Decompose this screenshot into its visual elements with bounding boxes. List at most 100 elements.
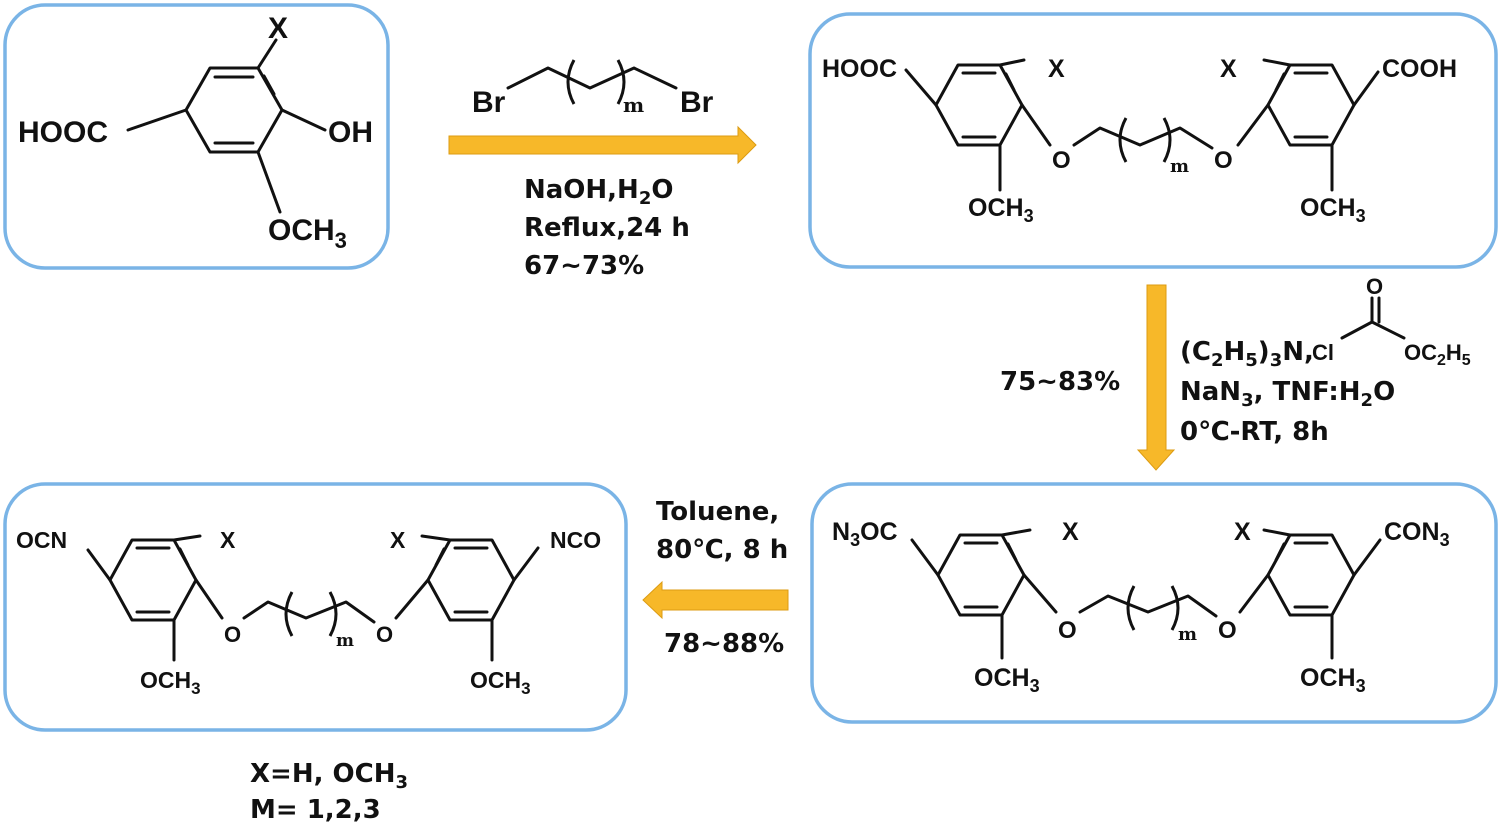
paren-left: [566, 59, 576, 105]
label-och3-right: OCH3: [1300, 664, 1366, 696]
label-hooc: HOOC: [822, 55, 897, 83]
ring-right-double: [1274, 71, 1329, 139]
label-hooc: HOOC: [18, 116, 108, 149]
label-m: m: [336, 631, 354, 651]
label-nco: NCO: [550, 527, 601, 553]
label-och3-left: OCH3: [974, 664, 1040, 696]
molecule-diacyl-azide: O O m N3OC X X CON3 OCH3 OCH3: [832, 518, 1450, 696]
label-ocn: OCN: [16, 527, 67, 553]
label-o-right: O: [1214, 147, 1233, 174]
label-o-right: O: [376, 622, 393, 647]
bond-left-x: [998, 58, 1026, 67]
ring-left-double: [135, 546, 190, 614]
condition-naoh: NaOH,H2O: [524, 175, 673, 209]
label-x-left: X: [220, 527, 236, 553]
bond-left-x: [1000, 528, 1032, 537]
label-con3: CON3: [1384, 518, 1450, 550]
condition-yield2: 75~83%: [1000, 367, 1120, 397]
label-oh: OH: [328, 116, 373, 149]
label-x-left: X: [1062, 518, 1079, 546]
box-dicarboxylic-acid: [808, 12, 1498, 269]
label-oc2h5: OC2H5: [1404, 340, 1471, 369]
condition-reflux: Reflux,24 h: [524, 213, 690, 243]
bond-right-x: [1262, 528, 1292, 537]
molecule-dicarboxylic-acid: O O m HOOC X X COOH OCH3 OCH3: [822, 55, 1457, 226]
label-och3-right: OCH3: [1300, 194, 1366, 226]
ether-linker: [194, 578, 430, 624]
label-x-right: X: [1220, 55, 1237, 83]
ring-left-double: [961, 71, 1016, 139]
paren-left: [1118, 117, 1128, 163]
paren-right: [328, 591, 338, 637]
label-och3: OCH3: [268, 214, 347, 253]
bond-x: [256, 38, 278, 70]
label-och3-left: OCH3: [968, 194, 1034, 226]
footnote-x-definition: X=H, OCH3: [250, 759, 408, 793]
label-x: X: [268, 12, 288, 45]
bond-right-acyl: [1352, 538, 1382, 577]
ring-right-double: [1274, 541, 1329, 609]
label-m: m: [1170, 156, 1189, 177]
label-o-right: O: [1218, 617, 1237, 644]
paren-right: [1170, 585, 1180, 631]
label-och3-left: OCH3: [140, 667, 201, 698]
label-br-left: Br: [472, 86, 506, 119]
label-x-left: X: [1048, 55, 1065, 83]
label-o-left: O: [1058, 617, 1077, 644]
label-carbonyl-o: O: [1366, 274, 1383, 299]
box-diisocyanate: [3, 482, 628, 732]
conditions-step3: Toluene, 80℃, 8 h 78~88%: [656, 497, 788, 659]
bond-cooh: [126, 108, 188, 132]
condition-80c: 80℃, 8 h: [656, 535, 788, 565]
molecule-diisocyanate: O O m OCN X X NCO OCH3 OCH3: [16, 527, 601, 698]
footnote: X=H, OCH3 M= 1,2,3: [250, 759, 408, 825]
condition-temperature: 0℃-RT, 8h: [1180, 417, 1329, 447]
condition-yield1: 67~73%: [524, 251, 644, 281]
bond-right-x: [420, 534, 452, 542]
bond-left-nco: [86, 548, 112, 582]
label-cl: Cl: [1312, 340, 1334, 365]
footnote-m-definition: M= 1,2,3: [250, 795, 381, 825]
bond-left-x: [172, 534, 202, 542]
label-o-left: O: [224, 622, 241, 647]
ring-right-double: [434, 546, 489, 614]
alkyl-chain: [506, 66, 678, 90]
label-n3oc: N3OC: [832, 518, 898, 550]
conditions-step2: 75~83% (C2H5)3N, O Cl OC2H5 NaN3, TNF:H2…: [1000, 274, 1471, 447]
bond-right-x: [1262, 58, 1292, 67]
box-starting-acid: [3, 3, 390, 270]
bond-left-cooh: [904, 68, 938, 107]
bond-oh: [280, 108, 327, 132]
label-o-left: O: [1052, 147, 1071, 174]
paren-right: [1162, 117, 1172, 163]
ether-linker: [1022, 573, 1270, 618]
ether-linker: [1020, 103, 1270, 150]
paren-left: [284, 591, 294, 637]
conditions-step1: NaOH,H2O Reflux,24 h 67~73%: [524, 175, 690, 281]
label-br-right: Br: [680, 86, 714, 119]
bond-right-nco: [512, 546, 540, 582]
molecule-starting-acid: HOOC X OH OCH3: [18, 12, 373, 253]
bond-och3: [256, 150, 282, 214]
condition-toluene: Toluene,: [656, 497, 779, 527]
condition-triethylamine: (C2H5)3N,: [1180, 337, 1314, 371]
chloroformate-bonds: [1340, 296, 1406, 340]
label-m: m: [1178, 624, 1197, 645]
ring-left-double: [963, 541, 1018, 609]
label-och3-right: OCH3: [470, 667, 531, 698]
ring-double-bonds: [213, 74, 276, 145]
bond-left-acyl: [910, 538, 940, 577]
box-diacyl-azide: [810, 482, 1498, 724]
condition-yield3: 78~88%: [664, 629, 784, 659]
reagent-dibromoalkane: Br Br m: [472, 59, 714, 119]
label-x-right: X: [390, 527, 406, 553]
arrow-step1: [448, 125, 757, 165]
label-x-right: X: [1234, 518, 1251, 546]
label-cooh: COOH: [1382, 55, 1457, 83]
condition-nan3: NaN3, TNF:H2O: [1180, 377, 1395, 411]
bond-right-cooh: [1352, 70, 1380, 107]
arrow-step3: [642, 580, 789, 620]
arrow-step2: [1136, 284, 1176, 471]
paren-right: [616, 59, 626, 105]
